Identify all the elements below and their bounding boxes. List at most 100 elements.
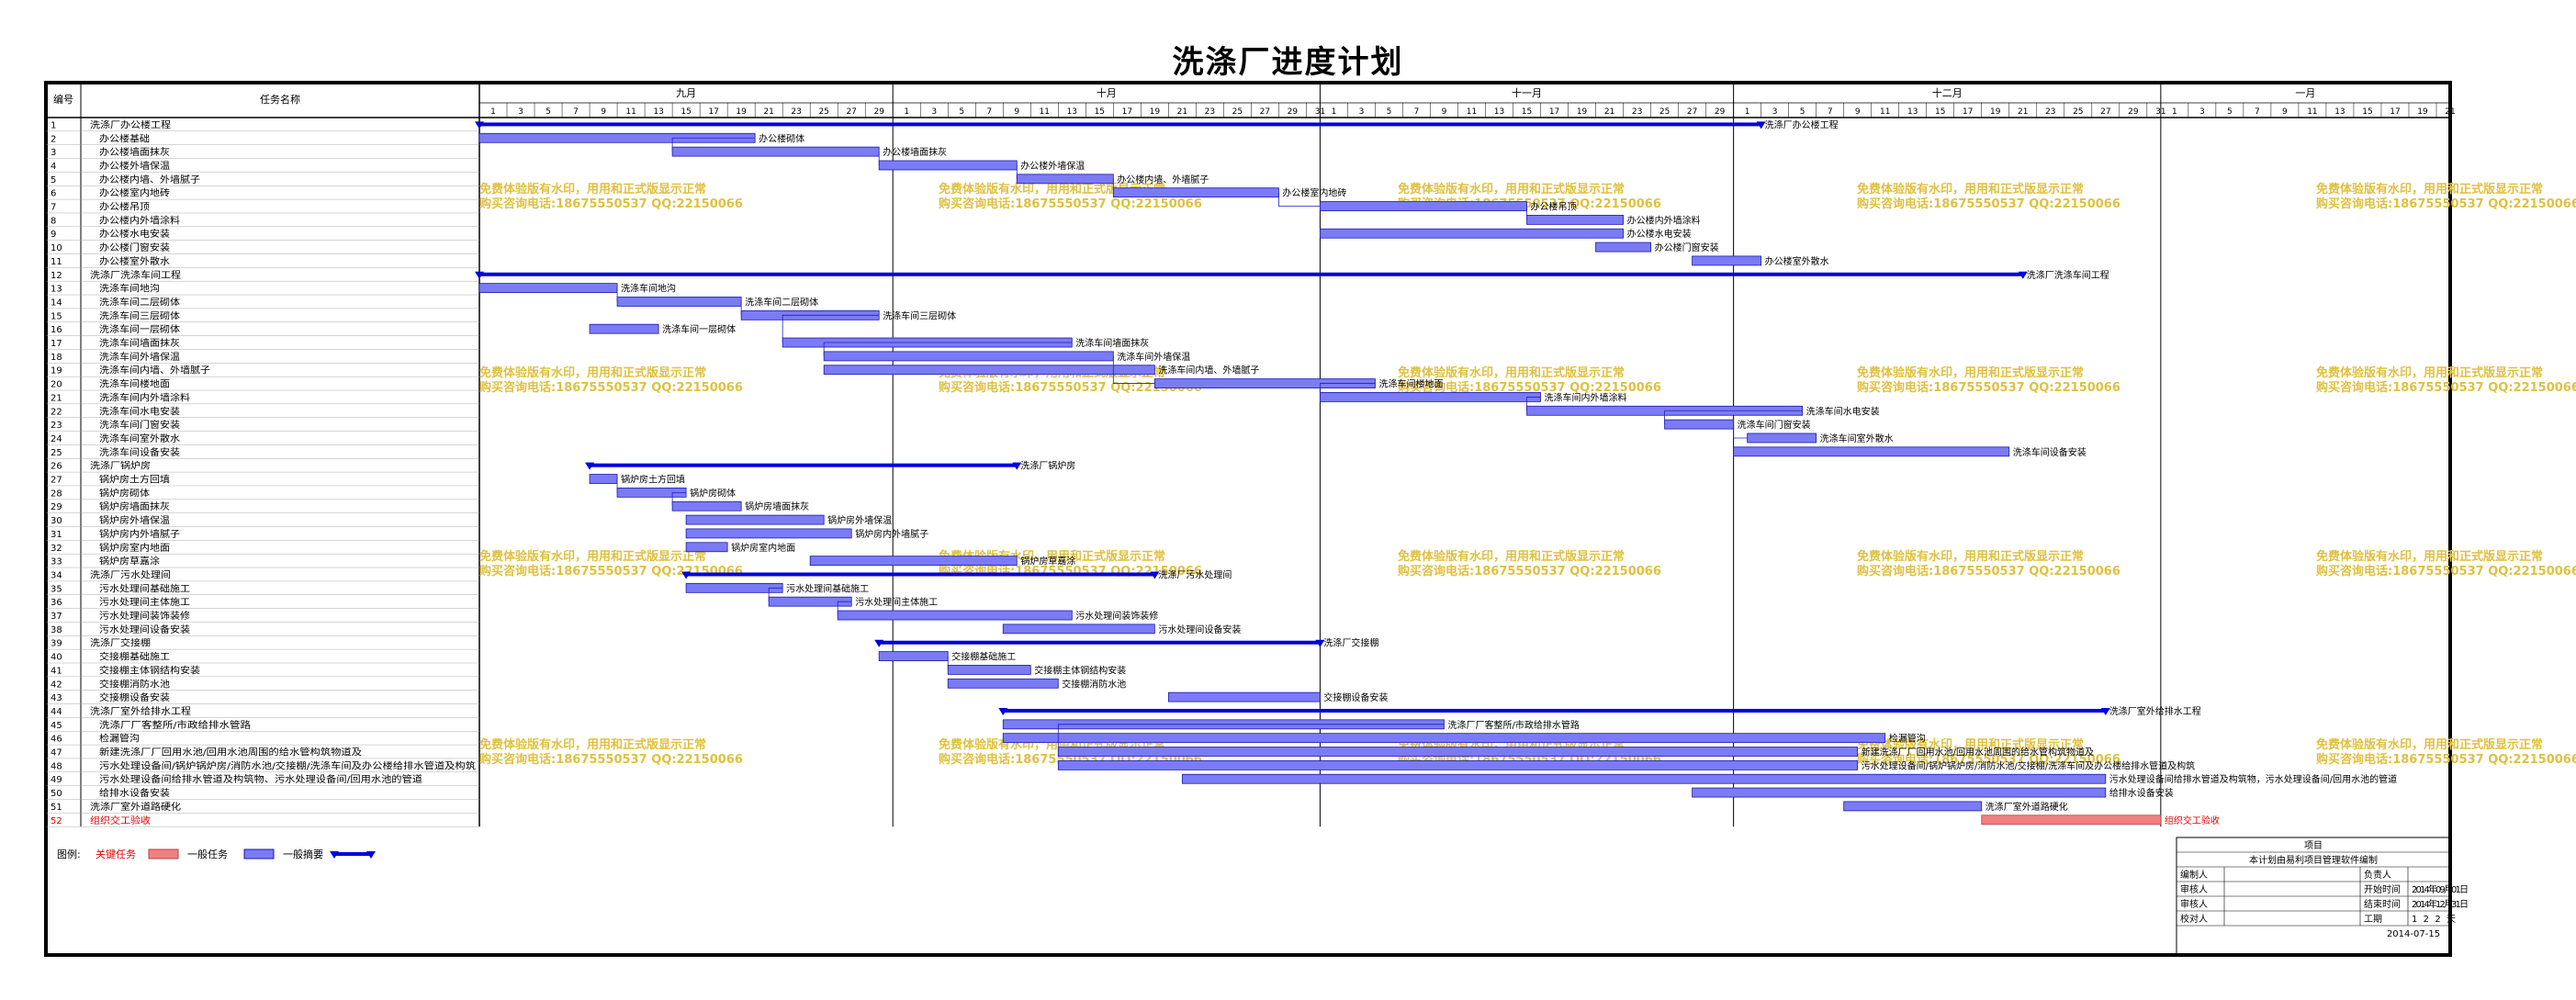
task-id: 10 bbox=[51, 243, 62, 253]
dependency-link bbox=[1112, 355, 1155, 384]
task-bar bbox=[1595, 242, 1651, 253]
day-label: 27 bbox=[1260, 107, 1270, 117]
task-id: 16 bbox=[51, 325, 62, 335]
task-bar bbox=[1181, 773, 2107, 784]
month-label: 十月 bbox=[1097, 86, 1117, 99]
watermark-text: 免费体验版有水印，用用和正式版显示正常 bbox=[2316, 549, 2543, 564]
task-bar bbox=[685, 542, 728, 553]
info-box-cell: 校对人 bbox=[2180, 913, 2208, 925]
task-id: 14 bbox=[51, 298, 62, 308]
task-id: 13 bbox=[51, 285, 62, 295]
bar-label: 洗涤厂厂客整所/市政给排水管路 bbox=[1447, 719, 1579, 731]
task-bar bbox=[671, 146, 880, 157]
watermark-text: 购买咨询电话:18675550537 QQ:22150066 bbox=[1857, 380, 2120, 395]
task-name: 办公楼内外墙涂料 bbox=[99, 214, 180, 226]
task-name: 交接棚设备安装 bbox=[99, 691, 170, 703]
watermark-text: 免费体验版有水印，用用和正式版显示正常 bbox=[2316, 182, 2543, 197]
day-label: 27 bbox=[846, 107, 856, 117]
day-label: 23 bbox=[2045, 107, 2055, 117]
bar-label: 洗涤厂污水处理间 bbox=[1158, 568, 1232, 580]
task-name: 新建洗涤厂厂回用水池/回用水池周围的给水管构筑物道及 bbox=[99, 747, 362, 758]
task-name: 交接棚基础施工 bbox=[99, 651, 170, 663]
task-bar bbox=[1002, 733, 1886, 744]
day-label: 3 bbox=[518, 107, 523, 117]
bar-label: 洗涤车间地沟 bbox=[621, 283, 676, 295]
bar-label: 组织交工验收 bbox=[2165, 815, 2220, 826]
dependency-link bbox=[1526, 397, 1541, 411]
bar-label: 洗涤车间设备安装 bbox=[2013, 446, 2087, 458]
task-id: 4 bbox=[51, 162, 56, 172]
task-name: 洗涤厂室外道路硬化 bbox=[90, 801, 181, 813]
day-label: 1 bbox=[490, 107, 496, 117]
task-name: 交接棚消防水池 bbox=[99, 678, 170, 690]
bar-label: 交接棚主体钢结构安装 bbox=[1034, 664, 1126, 676]
task-id: 42 bbox=[51, 680, 62, 690]
page-title: 洗涤厂进度计划 bbox=[1172, 44, 1404, 81]
day-label: 21 bbox=[1177, 107, 1187, 117]
task-id: 24 bbox=[51, 434, 62, 444]
day-label: 27 bbox=[2100, 107, 2110, 117]
summary-cap bbox=[1012, 462, 1022, 470]
task-bar bbox=[1320, 228, 1624, 239]
bar-label: 锅炉房内外墙腻子 bbox=[855, 528, 928, 540]
legend-critical-swatch bbox=[148, 848, 179, 860]
task-bar bbox=[947, 665, 1031, 675]
task-bar bbox=[685, 528, 852, 539]
task-name: 洗涤车间地沟 bbox=[99, 283, 160, 295]
watermark-text: 免费体验版有水印，用用和正式版显示正常 bbox=[1398, 365, 1625, 380]
task-bar bbox=[616, 297, 742, 307]
legend-summary-cap bbox=[366, 851, 376, 859]
info-box-cell: 审核人 bbox=[2180, 883, 2208, 895]
watermark-text: 免费体验版有水印，用用和正式版显示正常 bbox=[479, 549, 706, 564]
bar-label: 办公楼室内地砖 bbox=[1282, 187, 1346, 199]
task-name: 办公楼室外散水 bbox=[99, 255, 170, 267]
day-label: 21 bbox=[763, 107, 773, 117]
info-box-subtitle: 本计划由易利项目管理软件编制 bbox=[2249, 854, 2378, 866]
summary-cap bbox=[1315, 639, 1325, 647]
day-label: 5 bbox=[2227, 107, 2233, 117]
bar-label: 污水处理间装饰装修 bbox=[1075, 610, 1158, 622]
task-bar bbox=[1167, 691, 1321, 702]
task-bar bbox=[823, 365, 1155, 376]
task-id: 50 bbox=[51, 789, 62, 799]
bar-label: 洗涤车间室外散水 bbox=[1820, 433, 1894, 444]
day-label: 7 bbox=[1414, 107, 1420, 117]
watermark-text: 购买咨询电话:18675550537 QQ:22150066 bbox=[479, 752, 743, 767]
info-box-value: 2014年12月31日 bbox=[2412, 898, 2469, 910]
day-label: 19 bbox=[1577, 107, 1588, 117]
task-name: 污水处理间装饰装修 bbox=[99, 610, 190, 622]
bar-label: 污水处理间基础施工 bbox=[786, 582, 869, 594]
task-bar bbox=[1733, 446, 2010, 457]
task-name: 洗涤车间外墙保温 bbox=[99, 351, 180, 363]
watermark-text: 购买咨询电话:18675550537 QQ:22150066 bbox=[1857, 752, 2120, 767]
watermark-text: 免费体验版有水印，用用和正式版显示正常 bbox=[479, 365, 706, 380]
watermark-text: 免费体验版有水印，用用和正式版显示正常 bbox=[1857, 182, 2084, 197]
watermark-text: 购买咨询电话:18675550537 QQ:22150066 bbox=[2316, 564, 2576, 579]
task-name: 检漏管沟 bbox=[99, 733, 140, 745]
info-box-cell: 负责人 bbox=[2364, 869, 2391, 881]
legend-summary-label: 一般摘要 bbox=[283, 848, 323, 860]
task-name: 污水处理间设备安装 bbox=[99, 624, 190, 635]
watermark-text: 购买咨询电话:18675550537 QQ:22150066 bbox=[939, 380, 1202, 395]
bar-label: 锅炉房室内地面 bbox=[731, 542, 795, 554]
task-name: 办公楼墙面抹灰 bbox=[99, 146, 170, 158]
watermark-text: 免费体验版有水印，用用和正式版显示正常 bbox=[939, 182, 1165, 197]
task-bar bbox=[1112, 187, 1279, 198]
bar-label: 污水处理设备间/锅炉锅炉房/消防水池/交接棚/洗涤车间及办公楼给排水管道及构筑 bbox=[1862, 759, 2195, 771]
task-bar bbox=[878, 160, 1018, 171]
task-name: 洗涤车间三层砌体 bbox=[99, 309, 180, 321]
task-id: 21 bbox=[51, 393, 62, 403]
watermark-text: 购买咨询电话:18675550537 QQ:22150066 bbox=[2316, 752, 2576, 767]
task-id: 38 bbox=[51, 625, 62, 635]
task-bar bbox=[589, 323, 659, 334]
task-name: 洗涤车间室外散水 bbox=[99, 433, 180, 444]
task-id: 23 bbox=[51, 421, 62, 431]
day-label: 21 bbox=[1604, 107, 1614, 117]
task-id: 26 bbox=[51, 462, 62, 472]
day-label: 13 bbox=[1907, 107, 1918, 117]
task-name: 锅炉房土方回填 bbox=[99, 474, 170, 486]
watermark-text: 购买咨询电话:18675550537 QQ:22150066 bbox=[939, 197, 1202, 211]
critical-bar bbox=[1981, 815, 2162, 826]
task-id: 34 bbox=[51, 570, 62, 580]
summary-cap bbox=[1756, 121, 1766, 129]
